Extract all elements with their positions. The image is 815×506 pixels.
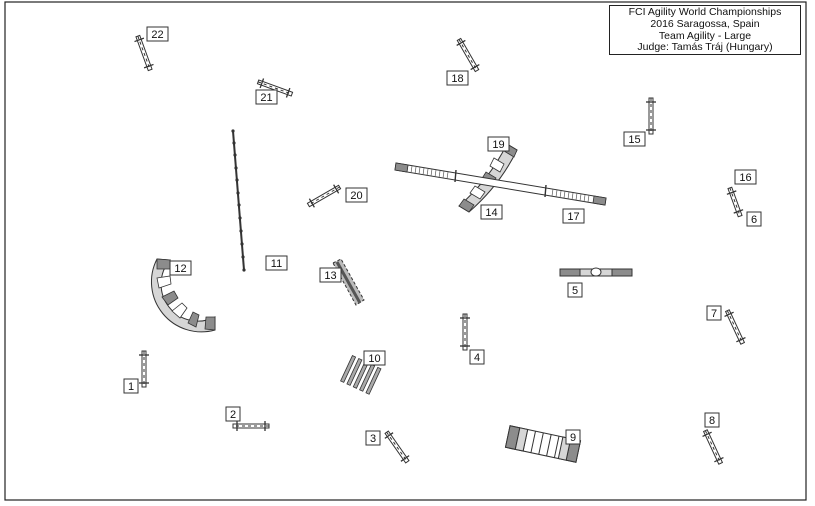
label-19: 19 [487,136,510,152]
svg-text:17: 17 [567,211,579,223]
label-22: 22 [146,26,169,42]
obstacle-20-jump [305,182,343,210]
field-boundary [4,1,807,501]
svg-text:9: 9 [570,432,576,444]
svg-text:15: 15 [628,134,640,146]
svg-text:12: 12 [174,263,186,275]
svg-text:5: 5 [572,285,578,297]
obstacle-17-dog-walk [394,162,607,206]
label-13: 13 [319,267,342,283]
label-4: 4 [469,349,485,365]
svg-text:16: 16 [739,172,751,184]
svg-text:18: 18 [451,73,463,85]
obstacle-18-jump [454,36,482,74]
class-name: Team Agility - Large [658,29,752,42]
label-11: 11 [265,255,288,271]
judge-name: Judge: Tamás Tráj (Hungary) [637,41,773,54]
svg-text:2: 2 [230,409,236,421]
label-16: 16 [734,169,757,185]
course-info-box: FCI Agility World Championships 2016 Sar… [609,5,801,55]
obstacle-8-jump [700,427,726,467]
label-15: 15 [623,131,646,147]
label-20: 20 [345,187,368,203]
obstacle-5-tire [559,267,633,277]
label-18: 18 [446,70,469,86]
label-3: 3 [365,430,381,446]
obstacle-3-jump [381,428,413,466]
svg-text:1: 1 [128,381,134,393]
label-2: 2 [225,406,241,422]
obstacle-7-jump [722,307,748,347]
obstacle-9-tunnel [504,425,582,463]
obstacle-1-jump [138,350,150,388]
label-17: 17 [562,208,585,224]
obstacle-15-jump [645,97,657,135]
svg-text:13: 13 [324,270,336,282]
svg-text:7: 7 [711,308,717,320]
obstacle-4-jump [459,313,471,351]
svg-text:4: 4 [474,352,480,364]
label-10: 10 [363,350,386,366]
svg-text:22: 22 [151,29,163,41]
obstacle-12-tunnel [150,258,216,333]
svg-text:11: 11 [271,258,282,270]
obstacle-2-jump [232,420,270,432]
label-7: 7 [706,305,722,321]
svg-text:3: 3 [370,433,376,445]
label-12: 12 [169,260,192,276]
obstacle-10-long-jump [340,355,382,395]
label-14: 14 [480,204,503,220]
svg-text:6: 6 [751,214,757,226]
event-title: FCI Agility World Championships [628,6,782,18]
event-location: 2016 Saragossa, Spain [650,17,760,30]
svg-text:21: 21 [260,92,272,104]
svg-text:8: 8 [709,415,715,427]
obstacle-11-weave-poles [231,129,246,272]
svg-text:14: 14 [485,207,497,219]
svg-text:20: 20 [350,190,362,202]
label-21: 21 [255,89,278,105]
obstacle-6-jump [724,185,746,219]
label-1: 1 [123,378,139,394]
label-8: 8 [704,412,720,428]
label-9: 9 [565,429,581,445]
label-6: 6 [746,211,762,227]
svg-text:19: 19 [492,139,504,151]
label-5: 5 [567,282,583,298]
svg-text:10: 10 [368,353,380,365]
